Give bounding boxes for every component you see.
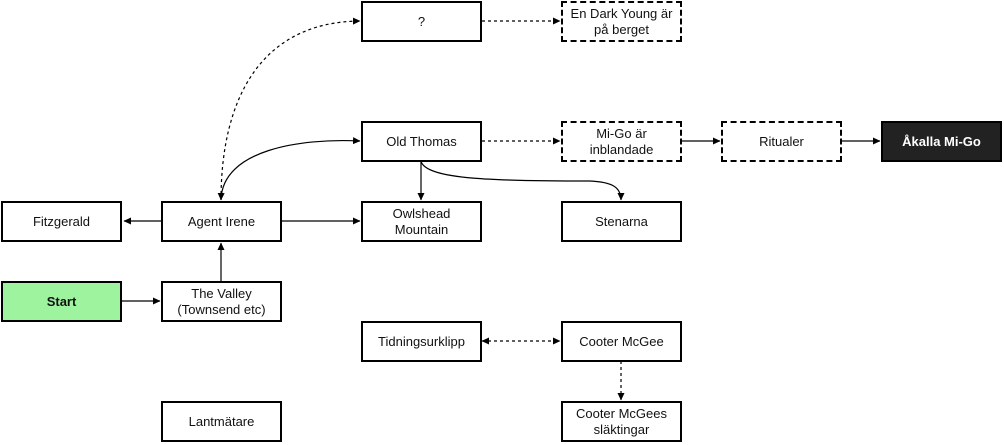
- node-question[interactable]: ?: [361, 1, 482, 42]
- node-start-label: Start: [46, 293, 77, 309]
- node-agent-irene-label: Agent Irene: [187, 213, 256, 229]
- node-question-label: ?: [417, 13, 426, 29]
- node-tidningsurklipp-label: Tidningsurklipp: [378, 333, 465, 349]
- node-fitzgerald-label: Fitzgerald: [32, 213, 91, 229]
- node-ritualer-label: Ritualer: [759, 133, 804, 149]
- node-tidningsurklipp[interactable]: Tidningsurklipp: [361, 321, 482, 362]
- node-akalla-mi-go-label: Åkalla Mi-Go: [902, 133, 981, 149]
- node-owlshead-mountain[interactable]: Owlshead Mountain: [361, 201, 482, 242]
- node-cooter-relatives-label: Cooter McGees släktingar: [575, 405, 668, 437]
- node-ritualer[interactable]: Ritualer: [721, 121, 842, 162]
- node-stenarna[interactable]: Stenarna: [561, 201, 682, 242]
- edge-old-thomas-to-stenarna: [420, 160, 625, 201]
- node-mi-go-involved-label: Mi-Go är inblandade: [589, 125, 654, 157]
- node-start[interactable]: Start: [1, 281, 122, 322]
- node-mi-go-involved[interactable]: Mi-Go är inblandade: [561, 121, 682, 162]
- edge-agent-irene-to-question: [220, 17, 361, 201]
- node-agent-irene[interactable]: Agent Irene: [161, 201, 282, 242]
- node-old-thomas-label: Old Thomas: [386, 133, 457, 149]
- node-dark-young-label: En Dark Young är på berget: [570, 5, 673, 37]
- node-lantmatare[interactable]: Lantmätare: [161, 401, 282, 442]
- node-cooter-relatives[interactable]: Cooter McGees släktingar: [561, 401, 682, 442]
- node-dark-young[interactable]: En Dark Young är på berget: [561, 1, 682, 42]
- node-old-thomas[interactable]: Old Thomas: [361, 121, 482, 162]
- node-fitzgerald[interactable]: Fitzgerald: [1, 201, 122, 242]
- node-stenarna-label: Stenarna: [595, 213, 648, 229]
- node-lantmatare-label: Lantmätare: [188, 413, 255, 429]
- node-akalla-mi-go[interactable]: Åkalla Mi-Go: [881, 121, 1002, 162]
- node-cooter-mcgee-label: Cooter McGee: [579, 333, 664, 349]
- node-the-valley[interactable]: The Valley (Townsend etc): [161, 281, 282, 322]
- node-owlshead-mountain-label: Owlshead Mountain: [392, 205, 451, 237]
- node-cooter-mcgee[interactable]: Cooter McGee: [561, 321, 682, 362]
- edge-agent-irene-old-thomas: [217, 137, 361, 201]
- node-the-valley-label: The Valley (Townsend etc): [177, 285, 266, 317]
